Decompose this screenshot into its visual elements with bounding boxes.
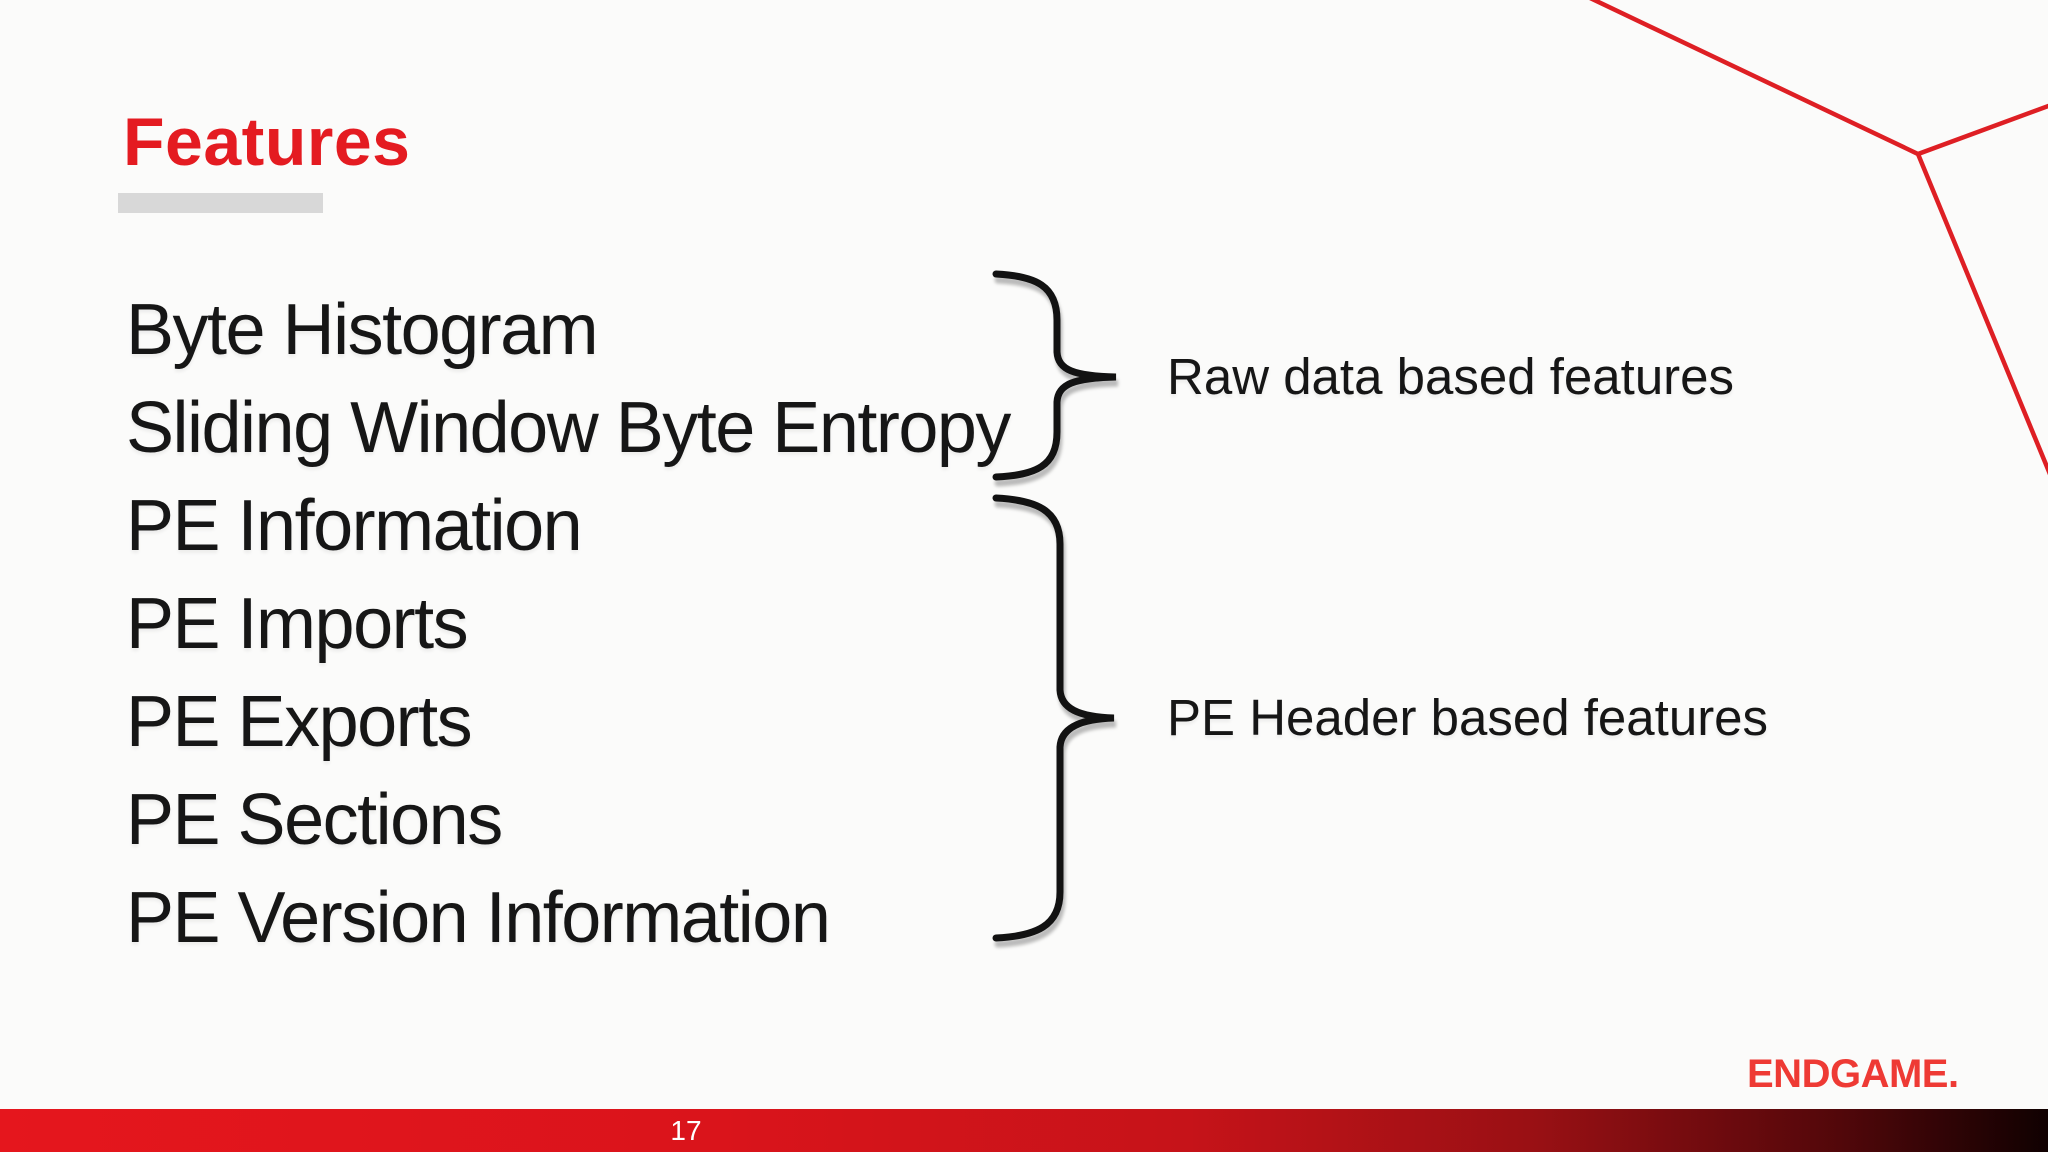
feature-item: Byte Histogram bbox=[126, 290, 599, 370]
feature-item: PE Information bbox=[126, 486, 583, 566]
footer-bar bbox=[0, 1109, 2048, 1152]
endgame-logo: ENDGAME. bbox=[1747, 1052, 1959, 1096]
group-label-pe-header: PE Header based features bbox=[1167, 689, 1769, 746]
feature-list: Byte Histogram Sliding Window Byte Entro… bbox=[126, 281, 1011, 967]
feature-item: Sliding Window Byte Entropy bbox=[126, 388, 1011, 468]
curly-brace-pe-header-group bbox=[992, 494, 1115, 942]
curly-brace-raw-data-group bbox=[992, 270, 1117, 481]
feature-item: PE Sections bbox=[126, 780, 503, 860]
title-underline-bar bbox=[118, 193, 323, 213]
feature-item: PE Imports bbox=[126, 584, 469, 664]
slide-title: Features bbox=[123, 104, 411, 180]
feature-item: PE Exports bbox=[126, 682, 473, 762]
page-number: 17 bbox=[670, 1115, 702, 1146]
corner-accent-lines bbox=[1589, 0, 2048, 476]
group-label-raw-data: Raw data based features bbox=[1167, 348, 1735, 405]
feature-item: PE Version Information bbox=[126, 878, 831, 958]
